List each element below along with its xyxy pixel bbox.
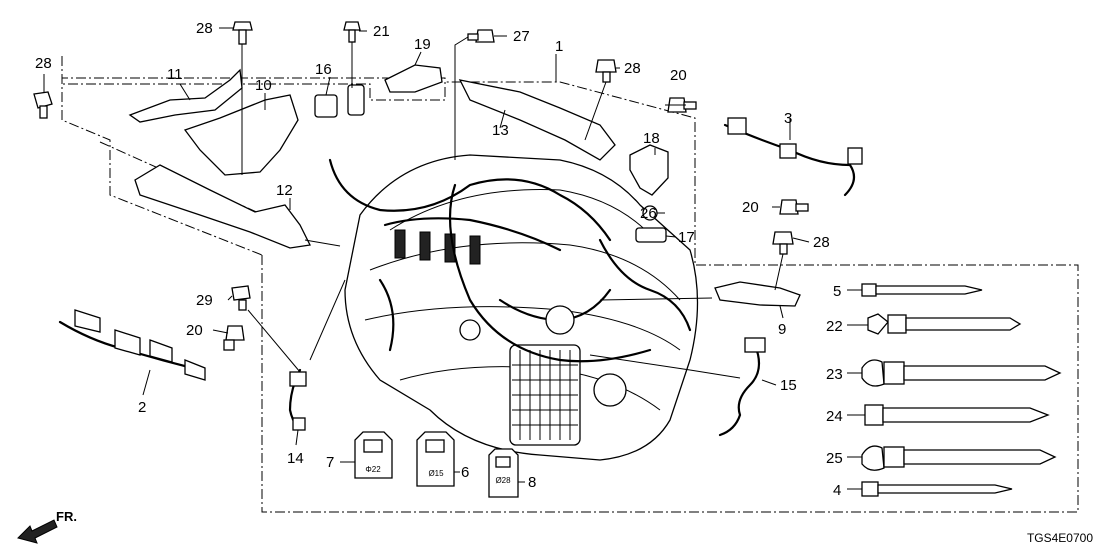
callout-22: 22: [826, 318, 843, 335]
callout-7: 7: [326, 454, 334, 471]
part-21-clip: [347, 84, 365, 116]
grommet-8-size: Ø28: [495, 476, 511, 485]
callout-27: 27: [513, 28, 530, 45]
callout-11: 11: [167, 66, 183, 83]
part-11-bracket: [128, 68, 243, 123]
callout-2: 2: [138, 399, 146, 416]
grommet-8: Ø28: [488, 448, 519, 498]
callout-9: 9: [778, 321, 786, 338]
cable-tie-4: [861, 481, 1013, 497]
callout-4: 4: [833, 482, 841, 499]
callout-29: 29: [196, 292, 213, 309]
grommet-6: Ø15: [416, 431, 455, 487]
bolt-20b: [779, 199, 809, 215]
callout-24: 24: [826, 408, 843, 425]
part-13-bracket: [458, 79, 616, 161]
front-direction-indicator: FR.: [17, 509, 77, 544]
bolt-29: [231, 285, 251, 311]
part-9-bracket: [714, 281, 801, 307]
callout-17: 17: [678, 229, 695, 246]
callout-6: 6: [461, 464, 469, 481]
callout-8: 8: [528, 474, 536, 491]
cable-tie-5: [861, 283, 983, 297]
cable-tie-23: [861, 359, 1062, 387]
callout-26: 26: [640, 205, 657, 222]
grommet-7: Φ22: [354, 431, 393, 479]
bolt-27: [467, 29, 495, 43]
callout-23: 23: [826, 366, 843, 383]
callout-20: 20: [742, 199, 759, 216]
part-2-connectors: [74, 309, 206, 381]
callout-16: 16: [315, 61, 332, 78]
callouts: 28 21 19 27 1 28 20 3 20 28 18 26 17 28 …: [35, 20, 843, 499]
cable-tie-24: [864, 404, 1050, 426]
bolt-21: [343, 21, 361, 43]
callout-19: 19: [414, 36, 431, 53]
cable-tie-22: [867, 313, 1022, 335]
callout-5: 5: [833, 283, 841, 300]
transmission-grid: [512, 350, 578, 440]
leader-lines: [43, 27, 868, 490]
callout-1: 1: [555, 38, 563, 55]
callout-10: 10: [255, 77, 272, 94]
grommet-7-size: Φ22: [365, 465, 381, 474]
callout-14: 14: [287, 450, 304, 467]
front-label: FR.: [56, 509, 77, 524]
callout-3: 3: [784, 110, 792, 127]
callout-21: 21: [373, 23, 390, 40]
callout-18: 18: [643, 130, 660, 147]
part-15-harness: [718, 343, 761, 437]
grommet-6-size: Ø15: [428, 469, 444, 478]
callout-28: 28: [624, 60, 641, 77]
callout-13: 13: [492, 122, 509, 139]
callout-15: 15: [780, 377, 797, 394]
callout-28: 28: [35, 55, 52, 72]
part-16-connector: [314, 94, 338, 118]
bolt-28a: [232, 21, 253, 45]
front-arrow-icon: [17, 519, 58, 544]
callout-28: 28: [813, 234, 830, 251]
part-17-clip: [635, 227, 667, 243]
cable-tie-25: [861, 445, 1057, 471]
part-18-sensor: [629, 144, 669, 196]
callout-12: 12: [276, 182, 293, 199]
diagram-code: TGS4E0700: [1027, 531, 1093, 545]
bolt-28c: [595, 59, 617, 83]
bolt-20c: [223, 325, 245, 351]
bolt-28d: [772, 231, 794, 255]
callout-28: 28: [196, 20, 213, 37]
callout-20: 20: [670, 67, 687, 84]
bolt-28b: [33, 91, 53, 119]
callout-20: 20: [186, 322, 203, 339]
engine-assembly: [328, 154, 699, 461]
part-12-bracket: [134, 164, 311, 249]
part-19-bracket: [384, 64, 443, 93]
part-3-subharness: [723, 123, 856, 197]
callout-25: 25: [826, 450, 843, 467]
